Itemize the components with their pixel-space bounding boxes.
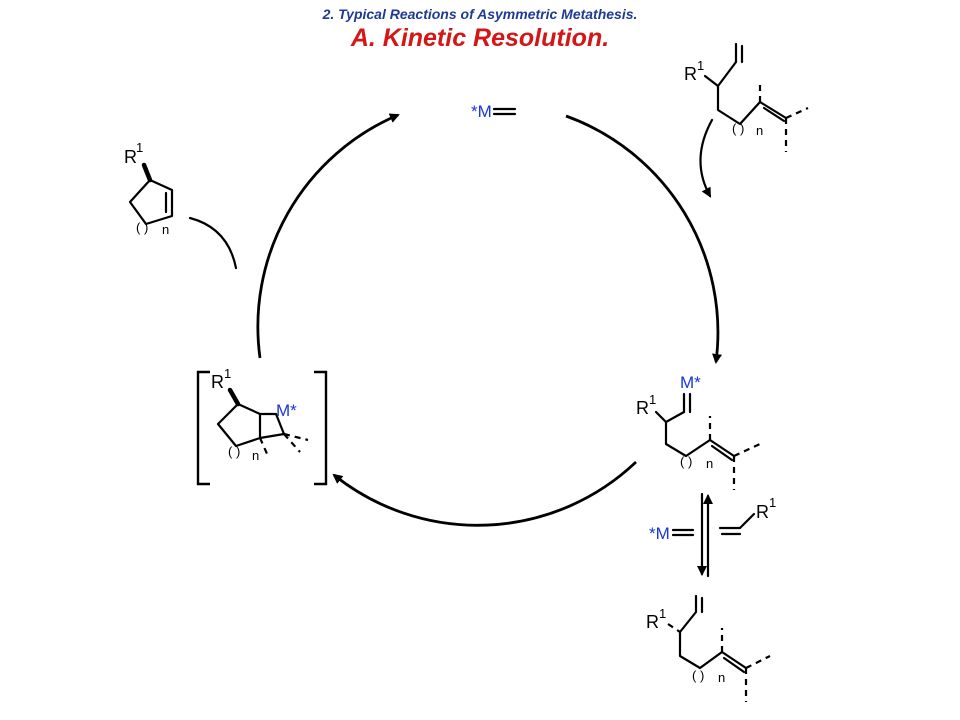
svg-text:n: n [718, 670, 725, 685]
slide-subtitle: 2. Typical Reactions of Asymmetric Metat… [322, 6, 638, 22]
substrate-diene: R 1 ( ) n [684, 42, 809, 152]
svg-text:R: R [756, 502, 769, 522]
svg-text:( ): ( ) [692, 668, 704, 683]
svg-text:( ): ( ) [228, 444, 240, 459]
metallacyclobutane-intermediate: R 1 M* ( ) n [196, 366, 328, 486]
cycle-arc-top-right [565, 114, 722, 364]
svg-text:n: n [706, 456, 713, 471]
catalyst-regenerated-label: *M [649, 524, 670, 543]
svg-text:R: R [636, 398, 649, 418]
svg-text:n: n [252, 448, 259, 463]
slide-title: A. Kinetic Resolution. [350, 24, 610, 52]
resolved-diene: R 1 ( ) n [646, 594, 771, 702]
svg-text:R: R [684, 64, 697, 84]
svg-text:( ): ( ) [732, 121, 744, 136]
cycle-arc-bottom [332, 460, 637, 527]
svg-text:R: R [124, 147, 137, 167]
svg-text:1: 1 [769, 495, 776, 510]
svg-text:M*: M* [276, 401, 297, 420]
svg-text:R: R [646, 612, 659, 632]
alkylidene-intermediate: M* R 1 ( ) n [636, 373, 761, 490]
catalyst-label: *M [471, 102, 492, 121]
svg-text:M*: M* [680, 373, 701, 392]
svg-text:1: 1 [224, 366, 231, 381]
svg-text:( ): ( ) [136, 220, 148, 235]
svg-text:( ): ( ) [680, 454, 692, 469]
svg-text:1: 1 [697, 58, 704, 73]
svg-text:1: 1 [659, 606, 666, 621]
substrate-entry-arrow [699, 118, 714, 198]
cycloalkene-product: R 1 ( ) n [124, 140, 174, 237]
svg-text:1: 1 [649, 392, 656, 407]
cycle-arc-top-left [256, 113, 400, 359]
svg-text:n: n [756, 123, 763, 138]
svg-text:n: n [162, 222, 169, 237]
svg-text:R: R [211, 372, 224, 392]
alkene-byproduct: R 1 [718, 495, 776, 536]
product-release-arrow [188, 216, 238, 270]
svg-text:1: 1 [136, 140, 143, 155]
